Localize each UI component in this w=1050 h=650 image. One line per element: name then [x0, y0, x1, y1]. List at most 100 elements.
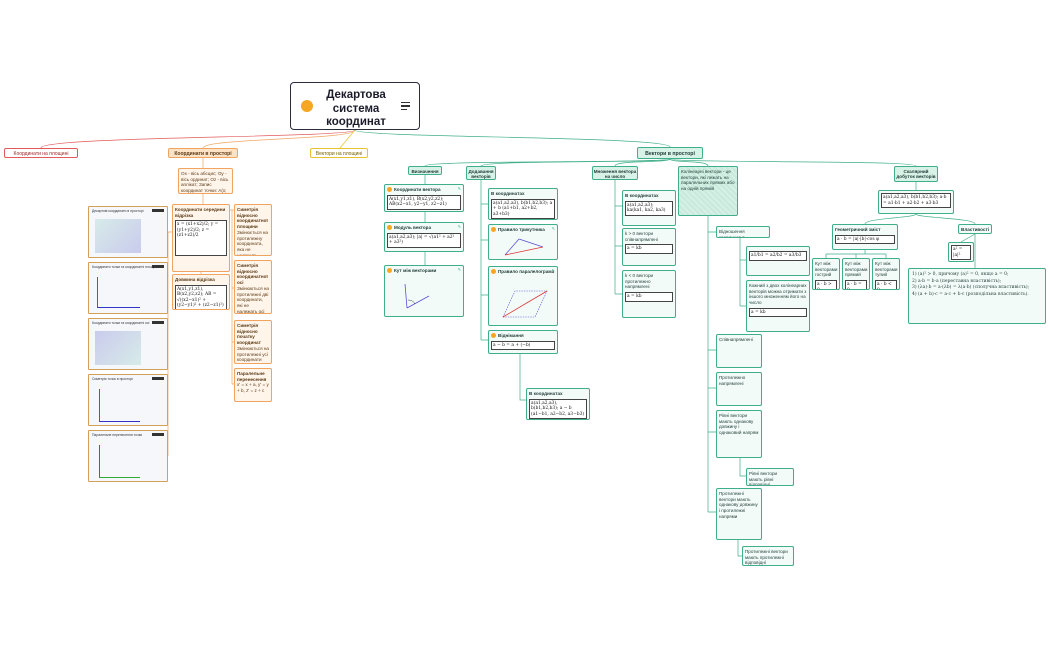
node-vec-coords[interactable]: Координати вектора A(x1,y1,z1), B(x2,y2,…	[384, 184, 464, 212]
branch-plane-vectors[interactable]: Вектори на площині	[310, 148, 368, 158]
thumb-plot	[95, 219, 141, 253]
menu-icon[interactable]	[401, 102, 410, 110]
parallel-node[interactable]: Паралельне перенесення x' = x + a, y' = …	[234, 368, 272, 402]
connector	[230, 209, 234, 385]
length-node[interactable]: Довжина відрізка A(x1,y1,z1), B(x2,y2,z2…	[172, 274, 230, 310]
connector	[739, 238, 746, 307]
central-topic[interactable]: Декартова система координат	[290, 82, 420, 130]
node-addition[interactable]: Додавання векторів	[466, 166, 496, 180]
node-mult-number[interactable]: Множення вектора на число	[592, 166, 638, 180]
node-subtraction[interactable]: Віднімання a − b = a + (−b)	[488, 330, 558, 354]
connector	[915, 213, 976, 225]
node-acute[interactable]: Кут між векторами гострий a · b > 0	[812, 258, 840, 290]
branch-plane-coords[interactable]: Координати на площині	[4, 148, 78, 158]
node-equal-note[interactable]: Рівні вектори мають рівні відповідні коо…	[746, 468, 794, 486]
thumb-symmetry[interactable]: Симетрія точок в просторі	[88, 374, 168, 426]
pin-icon[interactable]: ✎	[457, 186, 461, 191]
node-parallelogram-rule[interactable]: Правило паралелограма ✎	[488, 266, 558, 326]
node-k-neg[interactable]: k < 0 вектори протилежно напрямлені a = …	[622, 270, 676, 318]
pencil-icon	[301, 100, 313, 112]
thumb-plot	[95, 331, 141, 365]
node-self-product[interactable]: a² = |a|²	[948, 242, 974, 262]
node-opposite[interactable]: Протилежні вектори мають однакову довжин…	[716, 488, 762, 540]
thumb-plot	[99, 389, 140, 422]
thumb-tag	[152, 321, 164, 324]
node-collinear-coords[interactable]: Відношення координат в координатах	[716, 226, 770, 238]
node-obtuse[interactable]: Кут між векторами тупий a · b < 0	[872, 258, 900, 290]
node-subtract-coords[interactable]: В координатах a(a1,a2,a3), b(b1,b2,b3); …	[526, 388, 590, 420]
connector	[739, 458, 746, 477]
node-scalar[interactable]: Скалярний добуток векторів	[894, 166, 938, 182]
axes-note[interactable]: Ox - вісь абсцис; Oy - вісь ординат; Oz …	[178, 168, 233, 194]
triangle-sketch	[504, 238, 544, 256]
node-opposite-note[interactable]: Протилежні вектори мають протилежні відп…	[742, 546, 794, 566]
node-triangle-rule[interactable]: Правило трикутника ✎	[488, 224, 558, 260]
connector	[354, 129, 671, 148]
thumb-tag	[152, 209, 164, 212]
thumb-tag	[152, 433, 164, 436]
connector	[614, 180, 622, 295]
branch-space-vectors[interactable]: Вектори в просторі	[637, 147, 703, 159]
node-opposite-dir[interactable]: Протилежно напрямлені	[716, 372, 762, 406]
thumb-plot	[99, 445, 140, 478]
node-collinear-note[interactable]: Кожний з двох колінеарних векторів можна…	[746, 280, 810, 332]
pin-icon[interactable]: ✎	[551, 268, 555, 273]
connector	[167, 194, 204, 456]
connector	[707, 216, 716, 513]
node-add-coords[interactable]: В координатах a(a1,a2,a3), b(b1,b2,b3); …	[488, 188, 558, 220]
node-right[interactable]: Кут між векторами прямий a · b = 0	[842, 258, 870, 290]
midpoint-node[interactable]: Координати середини відрізка x = (x1+x2)…	[172, 204, 230, 272]
lightbulb-icon	[491, 227, 496, 232]
connector	[737, 540, 742, 557]
thumb-tag	[152, 377, 164, 380]
thumb-space-coords[interactable]: Декартові координати в просторі	[88, 206, 168, 258]
angle-sketch	[404, 283, 430, 309]
lightbulb-icon	[491, 269, 496, 274]
thumb-point-planes[interactable]: Координати точки та координатні площини	[88, 262, 168, 314]
connector	[669, 158, 709, 167]
node-properties-list[interactable]: 1) (a)² > 0, причому (a)² = 0, якщо a = …	[908, 268, 1046, 324]
connector	[825, 250, 887, 258]
branch-space-coords[interactable]: Координати в просторі	[168, 148, 238, 158]
node-collinear[interactable]: Колінеарні вектори - це вектори, які леж…	[678, 166, 738, 216]
node-designation[interactable]: Визначення	[408, 166, 442, 175]
node-equal[interactable]: Рівні вектори мають однакову довжину і о…	[716, 410, 762, 458]
node-vec-modulus[interactable]: Модуль вектора a(a1,a2,a3); |a| = √(a1² …	[384, 222, 464, 252]
pin-icon[interactable]: ✎	[551, 226, 555, 231]
node-codirected[interactable]: Співнапрямлені	[716, 334, 762, 368]
node-properties[interactable]: Властивості	[958, 224, 992, 234]
connector	[960, 233, 976, 268]
thumb-translation[interactable]: Паралельне перенесення точки	[88, 430, 168, 482]
connector	[519, 354, 526, 401]
thumb-plot	[97, 277, 140, 308]
node-k-pos[interactable]: k > 0 вектори співнапрямлені a = kb	[622, 228, 676, 266]
central-topic-text: Декартова система координат	[326, 89, 386, 129]
midpoint-formula: x = (x1+x2)/2; y = (y1+y2)/2; z = (z1+z2…	[175, 220, 227, 257]
node-angle[interactable]: Кут між векторами ✎	[384, 265, 464, 317]
connector	[614, 158, 671, 167]
node-collinear-formula[interactable]: a1/b1 = a2/b2 = a3/b3	[746, 246, 810, 276]
lightbulb-icon	[387, 187, 392, 192]
thumb-point-axes[interactable]: Координати точки та координатні осі	[88, 318, 168, 370]
connector	[202, 129, 356, 149]
pin-icon[interactable]: ✎	[457, 224, 461, 229]
connector	[480, 158, 671, 167]
connector	[864, 213, 917, 225]
pin-icon[interactable]: ✎	[457, 267, 461, 272]
connector	[40, 129, 356, 149]
sym-plane-node[interactable]: Симетрія відносно координатної площини З…	[234, 204, 272, 256]
parallelogram-sketch	[502, 290, 548, 318]
sym-axis-node[interactable]: Симетрія відносно координатної осі Зміню…	[234, 260, 272, 314]
connector	[339, 129, 356, 149]
sym-origin-node[interactable]: Симетрія відносно початку координат Змін…	[234, 320, 272, 364]
node-geom-meaning[interactable]: Геометричний зміст a · b = |a|·|b|·cos φ	[832, 224, 898, 250]
length-formula: A(x1,y1,z1), B(x2,y2,z2); AB = √((x2−x1)…	[175, 284, 227, 309]
lightbulb-icon	[387, 268, 392, 273]
connector	[480, 180, 488, 341]
thumb-tag	[152, 265, 164, 268]
node-mult-coords[interactable]: В координатах a(a1,a2,a3); ka(ka1, ka2, …	[622, 190, 676, 226]
node-scalar-formula[interactable]: a(a1,a2,a3), b(b1,b2,b3); a·b = a1·b1 + …	[878, 190, 954, 214]
lightbulb-icon	[387, 225, 392, 230]
